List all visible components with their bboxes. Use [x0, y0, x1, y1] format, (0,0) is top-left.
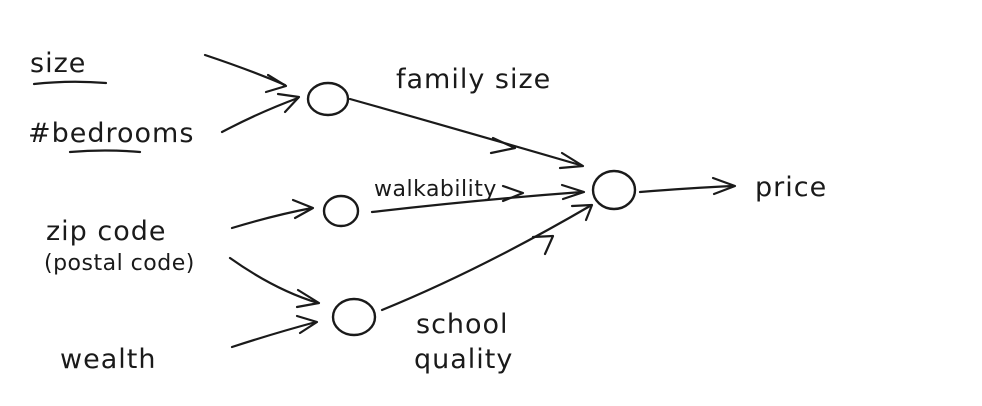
arrowhead-walkability-to-output — [560, 183, 586, 201]
hidden-node-walkability — [322, 194, 360, 228]
arrowhead-family-to-output — [558, 151, 585, 170]
arrowhead-bedrooms-to-family — [276, 92, 301, 114]
hidden-label-walkability: walkability — [374, 177, 497, 202]
arrowhead-school-to-output — [570, 203, 594, 222]
hidden-node-family-size — [306, 81, 350, 117]
arrowhead-zip-to-school — [295, 288, 321, 309]
arrow-school-to-output — [380, 204, 592, 312]
arrowhead-size-to-family — [264, 73, 288, 94]
arrowhead-output-to-price — [711, 176, 737, 196]
output-node — [591, 169, 637, 211]
arrowhead-zip-to-walkability — [291, 198, 315, 220]
arrow-bedrooms-to-family — [220, 96, 300, 134]
arrowhead-mid-walkability — [501, 184, 525, 203]
hidden-label-family-size: family size — [396, 64, 551, 95]
hidden-node-school-quality — [331, 297, 377, 337]
arrow-size-to-family — [203, 53, 287, 87]
input-postal-code-label: (postal code) — [44, 251, 195, 276]
input-wealth-label: wealth — [60, 344, 156, 375]
size-underline — [32, 80, 108, 86]
output-price-label: price — [755, 172, 827, 203]
hidden-label-quality: quality — [414, 344, 513, 375]
arrow-zip-to-walkability — [230, 206, 314, 230]
bedrooms-underline — [68, 149, 142, 154]
arrowhead-mid-school — [531, 234, 555, 256]
input-bedrooms-label: #bedrooms — [28, 118, 194, 149]
arrow-zip-to-school — [228, 256, 320, 305]
arrow-output-to-price — [638, 184, 735, 194]
arrow-wealth-to-school — [230, 320, 318, 349]
arrowhead-wealth-to-school — [295, 314, 319, 335]
input-zip-code-label: zip code — [46, 216, 167, 247]
input-size-label: size — [30, 48, 86, 79]
arrowhead-mid-family — [489, 136, 517, 155]
hidden-label-school: school — [416, 309, 509, 340]
arrow-family-to-output — [348, 97, 582, 167]
arrow-walkability-to-output — [370, 190, 584, 214]
